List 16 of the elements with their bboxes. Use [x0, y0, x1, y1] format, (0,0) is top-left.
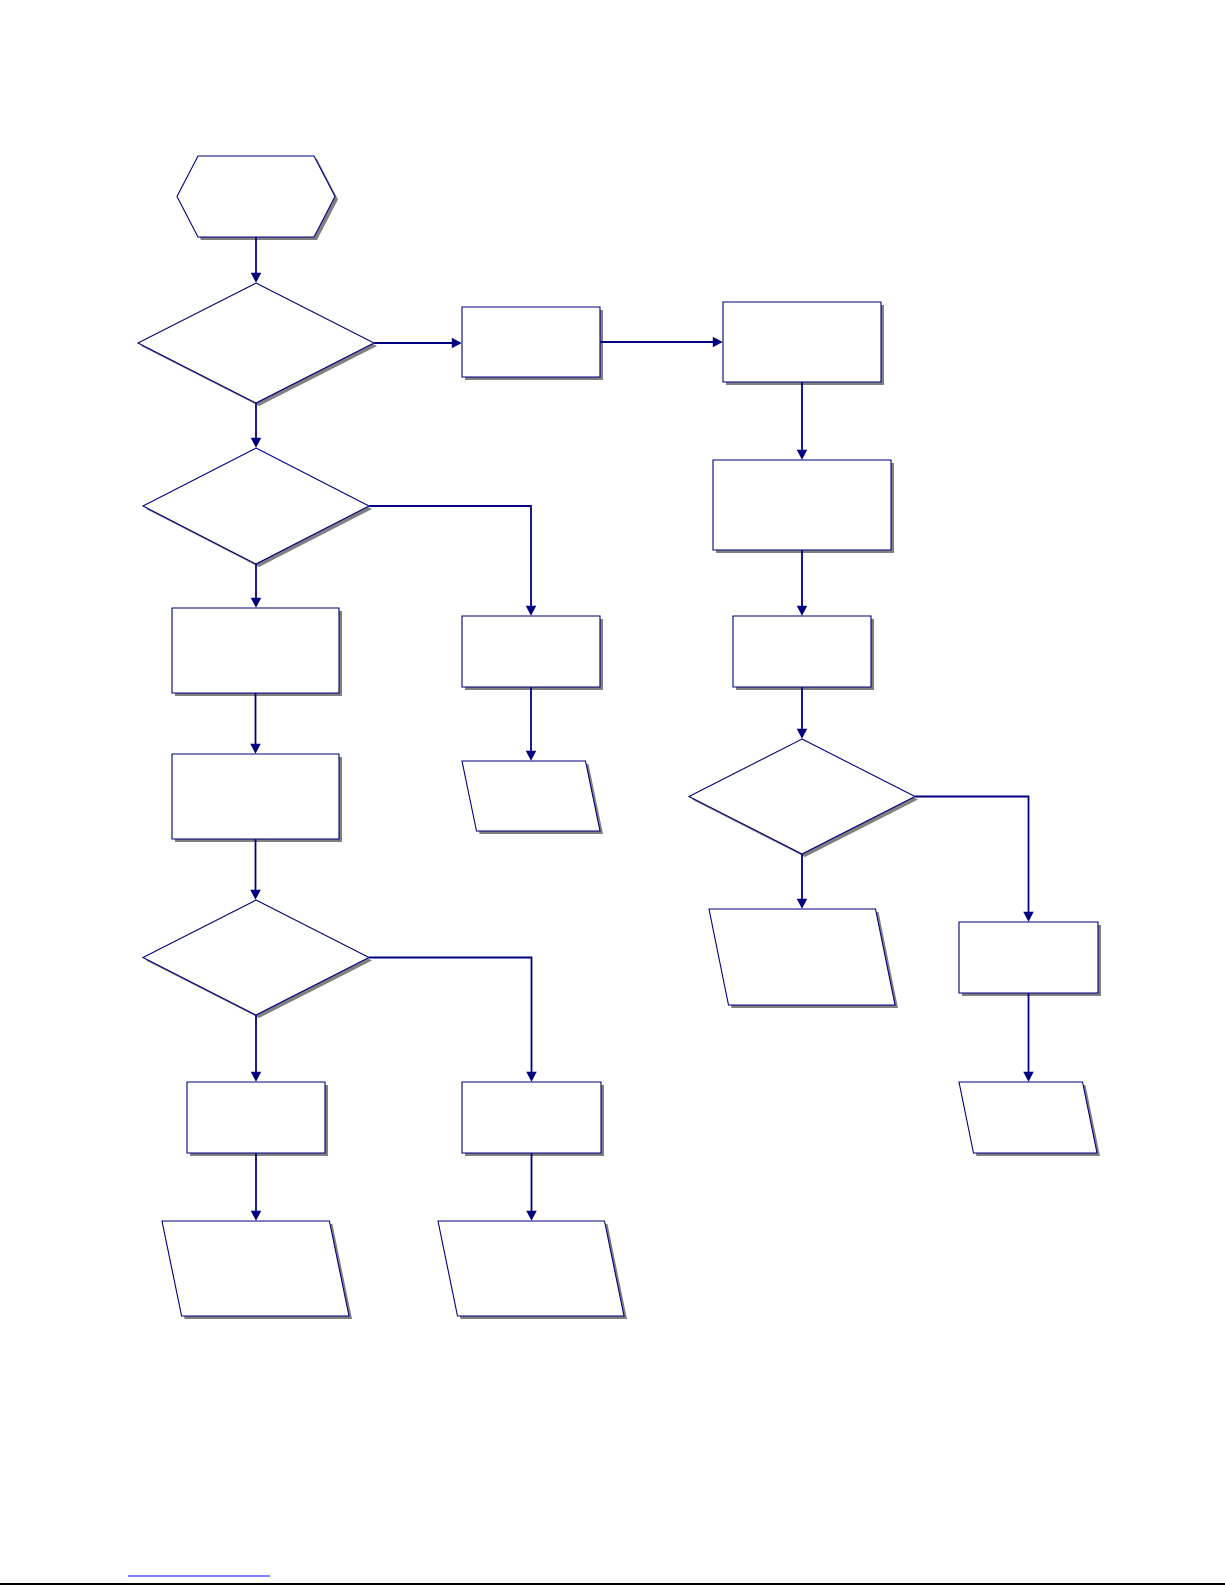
process-box — [461, 1081, 604, 1156]
process-box — [186, 1081, 328, 1156]
process-box — [712, 459, 894, 553]
process-box — [461, 615, 603, 690]
process-box — [461, 306, 603, 380]
data-parallelogram — [708, 908, 898, 1008]
process-box — [171, 607, 342, 696]
data-parallelogram — [958, 1081, 1100, 1156]
process-box — [722, 301, 884, 385]
preparation-hexagon — [176, 155, 338, 240]
process-box — [958, 921, 1101, 996]
data-parallelogram — [437, 1220, 627, 1319]
data-parallelogram — [161, 1220, 352, 1319]
process-box — [732, 615, 874, 690]
data-parallelogram — [461, 760, 603, 834]
process-box — [171, 753, 342, 842]
